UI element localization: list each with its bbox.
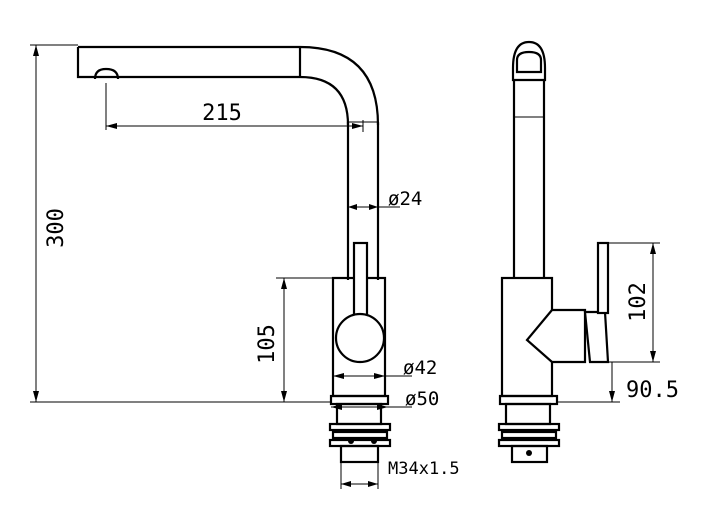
handle-ball (334, 312, 386, 364)
side-base-ring (498, 394, 559, 406)
dim-24-arrow-left (348, 204, 357, 210)
dim-50-label: ø50 (405, 388, 439, 410)
spout-bend-inner (299, 75, 350, 126)
lever-handle (352, 241, 369, 325)
dim-105-arrow-bottom (281, 391, 287, 402)
side-base-neck (504, 402, 552, 426)
dim-24-label: ø24 (388, 188, 422, 210)
dim-24-arrow-right (369, 204, 378, 210)
dim-102-arrow-bottom (650, 351, 656, 362)
side-pipe (512, 80, 546, 278)
front-view (76, 45, 392, 464)
dim-50-arrow-left (331, 404, 342, 410)
dim-105-label: 105 (255, 324, 280, 364)
front-dimensions: 300 215 ø24 105 ø42 ø50 M (30, 44, 460, 489)
dim-300-label: 300 (44, 208, 69, 248)
dim-215-arrow-left (106, 123, 117, 129)
vertical-pipe (346, 122, 380, 280)
dim-105-arrow-top (281, 278, 287, 289)
side-washer-1 (497, 422, 561, 432)
mount-washer-2 (331, 430, 389, 440)
side-lever-block (525, 308, 587, 364)
dim-102-label: 102 (626, 282, 651, 322)
side-view (497, 40, 610, 464)
dim-42-arrow-left (333, 373, 344, 379)
dim-42-arrow-right (374, 373, 385, 379)
dim-300-arrow-top (33, 45, 39, 56)
dim-50-arrow-right (377, 404, 388, 410)
side-thread-shank (510, 444, 549, 464)
side-washer-2 (500, 430, 558, 440)
spout-nozzle (93, 67, 120, 80)
spout-horizontal (76, 45, 300, 79)
side-lever-cap (583, 310, 610, 364)
side-dimensions: 102 90.5 (557, 242, 679, 403)
dim-42-label: ø42 (403, 357, 437, 379)
dim-215-label: 215 (202, 101, 242, 126)
dim-90-arrow (609, 391, 615, 402)
dim-thread-arrow-left (341, 481, 351, 487)
base-ring (329, 394, 390, 406)
spout-bend-outer (299, 45, 380, 126)
hose-dot-left (348, 438, 354, 444)
side-spout-top (511, 40, 547, 82)
thread-shank (339, 444, 380, 464)
side-hose-dot (526, 450, 532, 456)
dim-102-arrow-top (650, 243, 656, 254)
dim-thread-label: M34x1.5 (388, 459, 460, 479)
side-spout-cap (515, 50, 543, 74)
dim-215-arrow-right (352, 123, 363, 129)
hose-dot-right (371, 438, 377, 444)
mount-washer-1 (328, 422, 392, 432)
dim-90-label: 90.5 (626, 378, 679, 403)
dim-300-arrow-bottom (33, 391, 39, 402)
dim-thread-arrow-right (368, 481, 378, 487)
side-lever-rod (596, 241, 610, 315)
